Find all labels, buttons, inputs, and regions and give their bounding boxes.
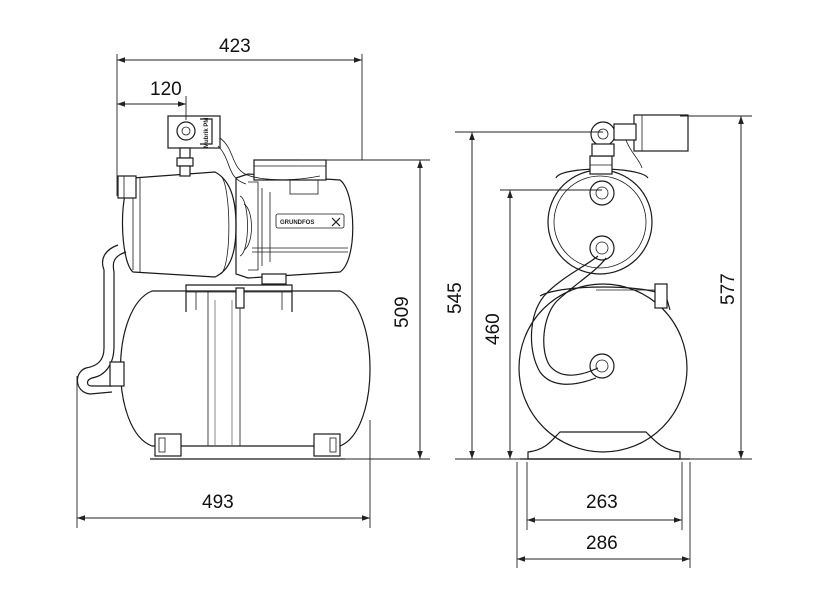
dimension-labels: 423 120 509 493 545 460 577 263 286: [150, 36, 739, 554]
dim-label-423: 423: [219, 36, 251, 57]
front-pressure-switch: Mubrik PM: [167, 115, 321, 185]
dim-label-286: 286: [586, 533, 618, 554]
switch-label: Mubrik PM: [204, 118, 210, 148]
dim-label-460: 460: [483, 313, 504, 345]
front-pump-body: [117, 171, 237, 278]
side-hose: [530, 255, 615, 385]
front-hose: [76, 244, 127, 395]
dim-label-509: 509: [392, 296, 413, 328]
front-tank-feet: [150, 433, 345, 460]
dimension-lines: [76, 54, 752, 568]
dim-label-493: 493: [202, 492, 234, 513]
front-view: GRUNDFOS Mubrik PM: [76, 115, 371, 460]
front-motor: GRUNDFOS: [235, 159, 354, 285]
dim-label-120: 120: [150, 79, 182, 100]
side-tank: [518, 283, 688, 453]
side-pump: [547, 155, 653, 275]
dim-label-263: 263: [586, 492, 618, 513]
dim-label-577: 577: [718, 273, 739, 305]
front-bracket: [185, 284, 293, 312]
front-tank: [120, 290, 371, 447]
side-base: [520, 431, 690, 460]
side-view: [518, 114, 690, 460]
dim-label-545: 545: [445, 282, 466, 314]
brand-label: GRUNDFOS: [280, 220, 314, 226]
side-pressure-switch: [590, 114, 689, 169]
